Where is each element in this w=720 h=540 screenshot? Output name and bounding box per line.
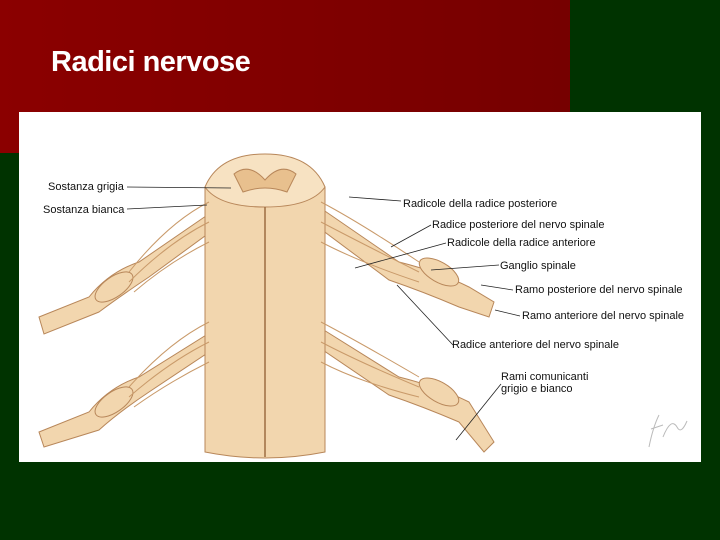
left-upper-nerve	[38, 206, 225, 335]
label-radice-posteriore: Radice posteriore del nervo spinale	[432, 219, 605, 231]
label-ramo-anteriore: Ramo anteriore del nervo spinale	[522, 310, 685, 322]
illustration-panel: Sostanza grigia Sostanza bianca Radicole…	[19, 112, 701, 462]
label-grigio-bianco: grigio e bianco	[501, 383, 573, 395]
label-sostanza-grigia: Sostanza grigia	[48, 181, 124, 193]
spinal-cord-illustration	[38, 153, 521, 459]
right-ganglion-lower	[418, 377, 460, 407]
right-ganglion-upper	[418, 257, 460, 287]
netter-signature	[648, 414, 688, 448]
label-radicole-posteriore: Radicole della radice posteriore	[403, 198, 558, 210]
left-lower-nerve	[38, 326, 225, 448]
left-ganglion-upper	[94, 271, 134, 303]
label-ramo-posteriore: Ramo posteriore del nervo spinale	[515, 284, 683, 296]
label-radicole-anteriore: Radicole della radice anteriore	[447, 237, 596, 249]
slide-title: Radici nervose	[51, 46, 251, 78]
grey-matter	[233, 168, 297, 193]
label-ganglio-spinale: Ganglio spinale	[500, 260, 576, 272]
label-rami-comunicanti: Rami comunicanti	[501, 371, 589, 383]
label-radice-anteriore: Radice anteriore del nervo spinale	[452, 339, 619, 351]
label-sostanza-bianca: Sostanza bianca	[43, 204, 125, 216]
left-ganglion-lower	[94, 386, 134, 418]
